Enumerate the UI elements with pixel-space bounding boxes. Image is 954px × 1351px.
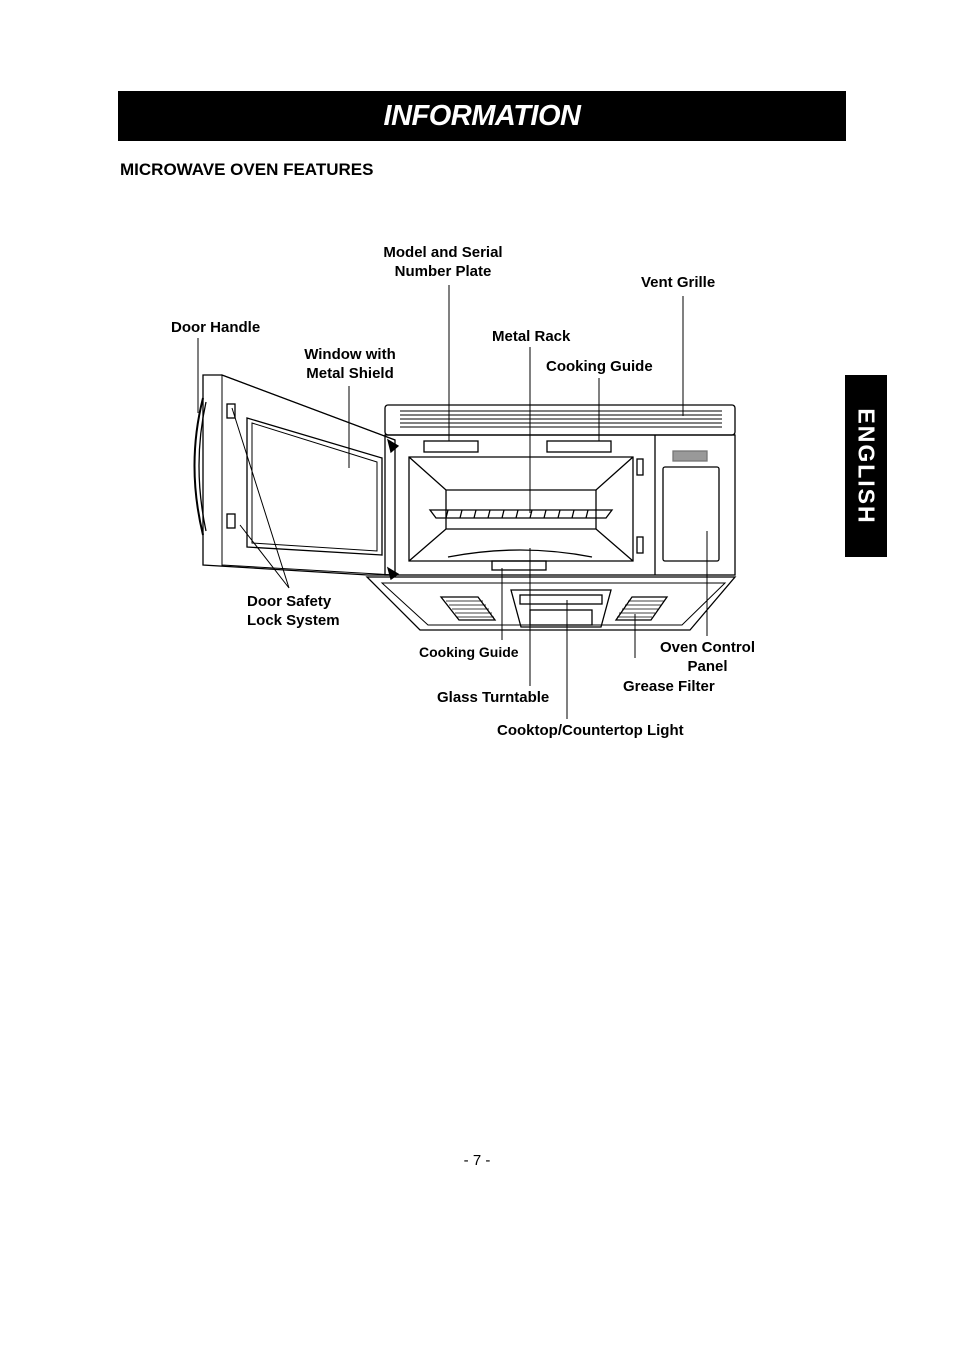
- language-tab: ENGLISH: [845, 375, 887, 557]
- page-number: - 7 -: [463, 1152, 491, 1169]
- label-oven-control-line2: Panel: [687, 658, 728, 675]
- grease-filter-right: [614, 596, 669, 621]
- label-glass-turntable: Glass Turntable: [437, 689, 550, 706]
- oven-door: [202, 374, 396, 576]
- door-window: [246, 417, 383, 556]
- label-vent-grille: Vent Grille: [641, 274, 716, 291]
- model-serial-plate: [423, 440, 479, 453]
- label-cooktop-light: Cooktop/Countertop Light: [497, 722, 684, 739]
- oven-body: [384, 434, 736, 576]
- label-window-line2: Metal Shield: [306, 365, 394, 382]
- oven-underside: [365, 576, 737, 631]
- page-title: INFORMATION: [383, 99, 581, 132]
- label-cooking-guide-bottom: Cooking Guide: [419, 644, 519, 660]
- cooking-guide-plate: [546, 440, 612, 453]
- label-door-handle: Door Handle: [171, 319, 261, 336]
- label-model-serial-line1: Model and Serial: [383, 244, 503, 261]
- metal-rack: [428, 509, 614, 519]
- label-door-safety: Door Safety Lock System: [247, 592, 340, 630]
- label-model-serial-line2: Number Plate: [394, 263, 492, 280]
- label-window-line1: Window with: [304, 346, 396, 363]
- label-door-safety-line1: Door Safety: [247, 593, 332, 610]
- label-grease-filter: Grease Filter: [623, 678, 715, 695]
- grease-filter-left: [439, 596, 497, 621]
- cooktop-light: [510, 589, 612, 628]
- control-panel-window: [662, 466, 720, 562]
- label-metal-rack: Metal Rack: [492, 328, 571, 345]
- label-door-safety-line2: Lock System: [247, 612, 340, 629]
- label-model-serial-plate: Model and Serial Number Plate: [378, 243, 508, 281]
- oven-cavity: [408, 456, 634, 562]
- label-oven-control-line1: Oven Control: [659, 639, 755, 656]
- door-handle: [193, 397, 204, 536]
- glass-turntable: [447, 549, 593, 558]
- section-title: MICROWAVE OVEN FEATURES: [120, 160, 374, 179]
- header-banner: INFORMATION: [118, 91, 846, 141]
- label-window: Window with Metal Shield: [294, 345, 406, 383]
- label-cooking-guide-top: Cooking Guide: [546, 358, 653, 375]
- label-oven-control-panel: Oven Control Panel: [650, 638, 765, 676]
